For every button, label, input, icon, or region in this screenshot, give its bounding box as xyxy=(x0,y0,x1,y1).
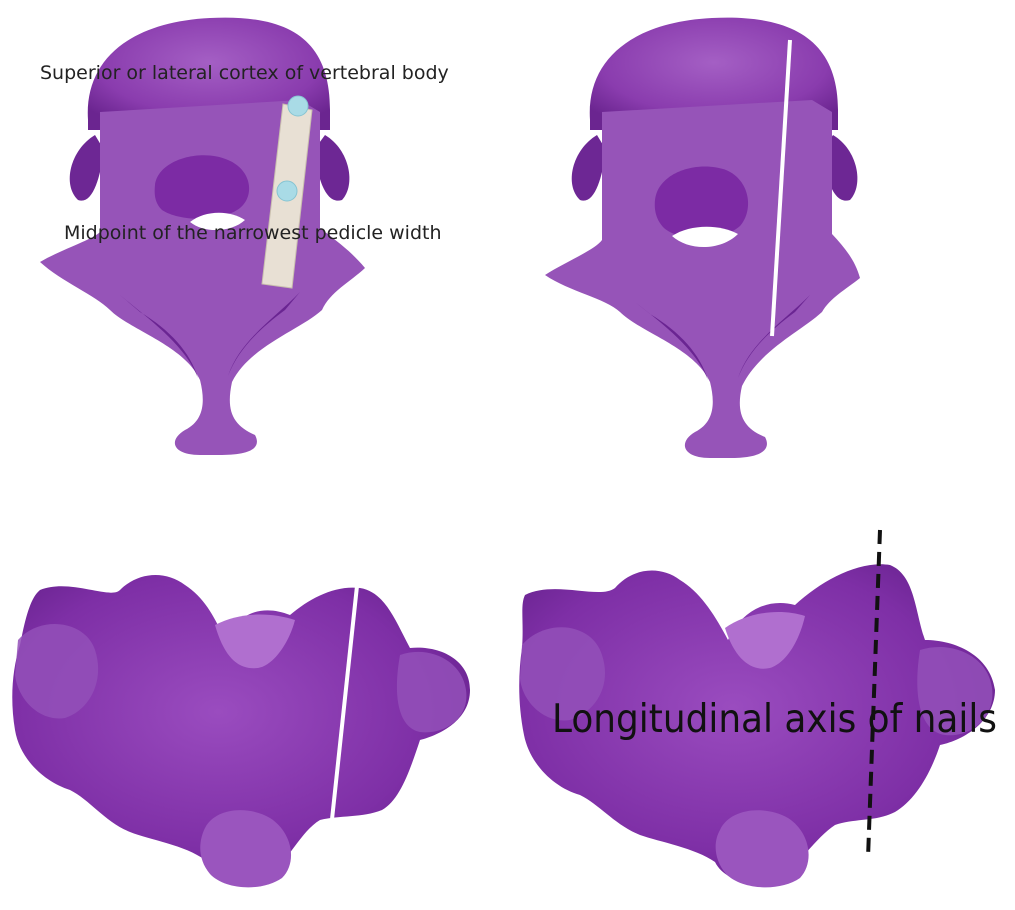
panel-bottom-left xyxy=(12,575,470,887)
label-midpoint-pedicle: Midpoint of the narrowest pedicle width xyxy=(64,222,442,244)
label-superior-cortex: Superior or lateral cortex of vertebral … xyxy=(40,62,449,84)
panel-top-right xyxy=(545,18,860,458)
pedicle-midpoint-dot xyxy=(277,181,297,201)
lateral-lobe-left xyxy=(70,135,104,201)
panel-top-left: Superior or lateral cortex of vertebral … xyxy=(40,18,449,455)
lateral-lobe-left xyxy=(572,135,606,201)
cortex-marker-dot xyxy=(288,96,308,116)
label-longitudinal-axis: Longitudinal axis of nails xyxy=(552,697,997,742)
panel-bottom-right: Longitudinal axis of nails xyxy=(519,530,997,887)
